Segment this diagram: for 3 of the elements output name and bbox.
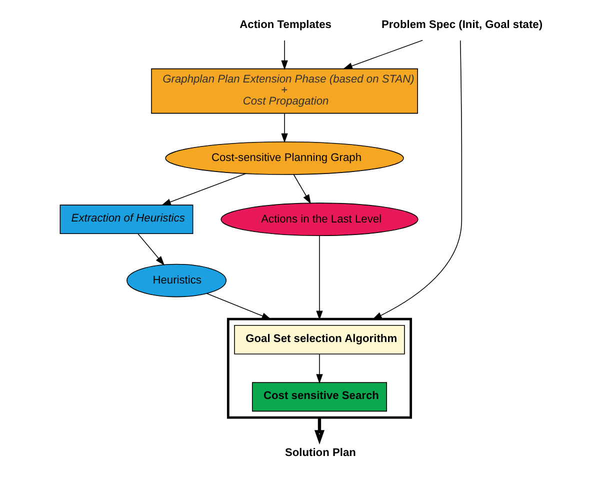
- node-text: Action Templates: [240, 19, 332, 32]
- node-text: Problem Spec (Init, Goal state): [381, 19, 543, 32]
- node-text: Solution Plan: [284, 447, 356, 460]
